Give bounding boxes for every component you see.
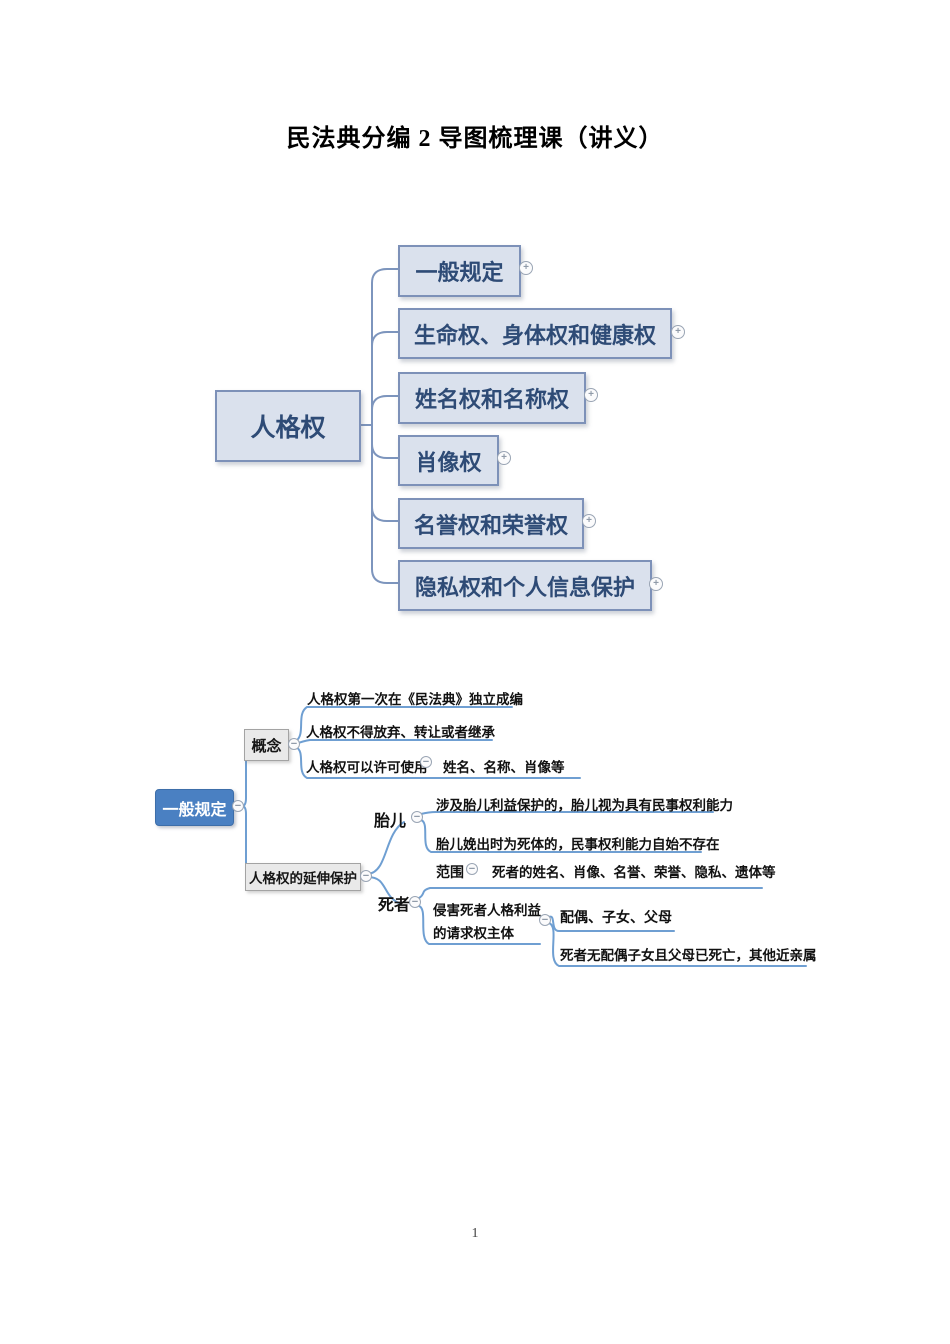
collapse-icon: − bbox=[466, 863, 478, 875]
expand-icon: + bbox=[582, 514, 596, 528]
collapse-icon: − bbox=[411, 811, 423, 823]
map2-fetus-item-2: 胎儿娩出时为死体的，民事权利能力自始不存在 bbox=[436, 837, 720, 852]
map2-node-extension-protection: 人格权的延伸保护 bbox=[245, 863, 361, 891]
expand-icon: + bbox=[671, 325, 685, 339]
map1-node-privacy-personal-info: 隐私权和个人信息保护 bbox=[398, 560, 652, 611]
expand-icon: + bbox=[649, 577, 663, 591]
collapse-icon: − bbox=[539, 914, 551, 926]
collapse-icon: − bbox=[288, 738, 300, 750]
expand-icon: + bbox=[584, 388, 598, 402]
map2-deceased-scope-value: 死者的姓名、肖像、名誉、荣誉、隐私、遗体等 bbox=[492, 865, 776, 880]
map2-deceased-scope-label: 范围 bbox=[436, 864, 464, 880]
map2-fetus-item-1: 涉及胎儿利益保护的，胎儿视为具有民事权利能力 bbox=[436, 798, 733, 813]
claim-label-line1: 侵害死者人格利益 bbox=[433, 903, 541, 918]
collapse-icon: − bbox=[360, 870, 372, 882]
collapse-icon: − bbox=[420, 756, 432, 768]
map2-concept-item-1: 人格权第一次在《民法典》独立成编 bbox=[307, 692, 523, 707]
map2-node-concept: 概念 bbox=[244, 729, 289, 761]
expand-icon: + bbox=[497, 451, 511, 465]
map1-node-general-provisions: 一般规定 bbox=[398, 245, 521, 297]
map2-claim-item-1: 配偶、子女、父母 bbox=[560, 909, 672, 925]
map1-node-name-rights: 姓名权和名称权 bbox=[398, 372, 586, 424]
map1-node-portrait-right: 肖像权 bbox=[398, 435, 499, 486]
map2-concept-item-2: 人格权不得放弃、转让或者继承 bbox=[306, 725, 495, 740]
claim-label-line2: 的请求权主体 bbox=[433, 926, 514, 941]
map2-root-node: 一般规定 bbox=[155, 789, 234, 826]
collapse-icon: − bbox=[409, 896, 421, 908]
map2-deceased-claim-label: 侵害死者人格利益 的请求权主体 bbox=[433, 899, 541, 945]
map2-concept-license-value: 姓名、名称、肖像等 bbox=[443, 760, 565, 775]
map2-claim-item-2: 死者无配偶子女且父母已死亡，其他近亲属 bbox=[560, 948, 817, 963]
collapse-icon: − bbox=[232, 800, 244, 812]
map2-concept-license-label: 人格权可以许可使用 bbox=[306, 760, 428, 775]
map2-node-deceased: 死者 bbox=[378, 897, 411, 914]
page-number: 1 bbox=[471, 1226, 479, 1241]
expand-icon: + bbox=[519, 261, 533, 275]
map2-node-fetus: 胎儿 bbox=[374, 813, 407, 830]
page-title: 民法典分编 2 导图梳理课（讲义） bbox=[286, 126, 664, 152]
map1-node-life-body-health: 生命权、身体权和健康权 bbox=[398, 308, 672, 359]
map1-root-node: 人格权 bbox=[215, 390, 361, 462]
map1-node-reputation-honor: 名誉权和荣誉权 bbox=[398, 498, 584, 549]
